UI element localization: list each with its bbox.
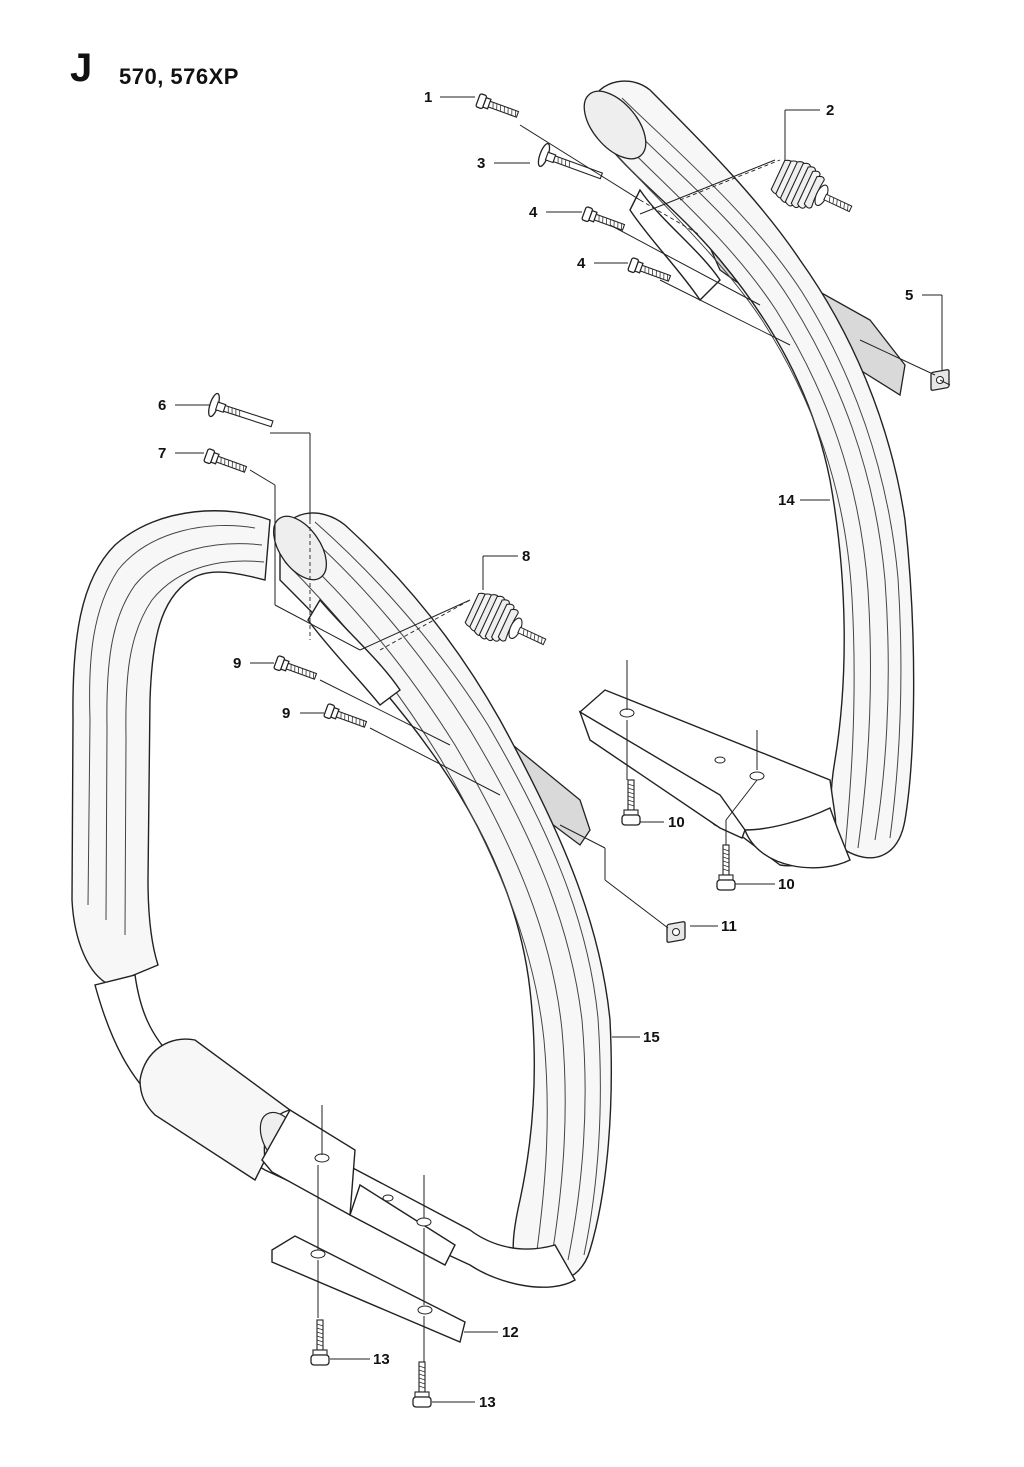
callout-1: 1 xyxy=(424,89,432,106)
callout-9b: 9 xyxy=(282,705,290,722)
spring-part-2 xyxy=(767,153,861,231)
rear-handle-grip xyxy=(589,80,915,859)
callout-10b: 10 xyxy=(778,876,795,893)
bolt-part-6 xyxy=(205,391,277,436)
front-handle-lower-bar xyxy=(94,974,576,1288)
callout-14: 14 xyxy=(778,492,795,509)
callout-4b: 4 xyxy=(577,255,586,272)
callout-7: 7 xyxy=(158,445,166,462)
nut-part-11 xyxy=(666,920,686,944)
callout-12: 12 xyxy=(502,1324,519,1341)
callout-15: 15 xyxy=(643,1029,660,1046)
screw-part-9b xyxy=(322,702,369,732)
bolt-part-13b xyxy=(412,1361,432,1408)
rear-handle-part-14 xyxy=(578,80,915,869)
bolt-part-3 xyxy=(535,141,607,188)
callout-9a: 9 xyxy=(233,655,241,672)
callout-13b: 13 xyxy=(479,1394,496,1411)
bolt-part-13a xyxy=(310,1319,330,1366)
callout-5: 5 xyxy=(905,287,913,304)
bolt-part-10b xyxy=(716,844,736,891)
screw-part-7 xyxy=(202,447,249,477)
front-handle-part-15 xyxy=(71,510,612,1288)
callout-8: 8 xyxy=(522,548,530,565)
screw-part-9a xyxy=(272,654,319,684)
spring-part-8 xyxy=(461,586,555,664)
section-letter: J xyxy=(70,46,93,90)
callout-13a: 13 xyxy=(373,1351,390,1368)
callout-11: 11 xyxy=(721,918,737,935)
callout-leaders xyxy=(175,96,943,1403)
callout-labels: 1 2 3 4 4 5 6 7 8 9 9 10 10 11 12 13 13 … xyxy=(158,89,913,1411)
callout-2: 2 xyxy=(826,102,834,119)
assembly-lines xyxy=(249,124,951,1362)
callout-4a: 4 xyxy=(529,204,538,221)
model-numbers: 570, 576XP xyxy=(119,64,239,89)
front-handle-left-grip xyxy=(71,510,271,986)
bolt-part-10a xyxy=(621,779,641,826)
screw-part-1 xyxy=(474,92,521,122)
screw-part-4b xyxy=(626,256,673,286)
plate-part-12 xyxy=(271,1235,466,1343)
callout-3: 3 xyxy=(477,155,485,172)
callout-6: 6 xyxy=(158,397,166,414)
callout-10a: 10 xyxy=(668,814,685,831)
